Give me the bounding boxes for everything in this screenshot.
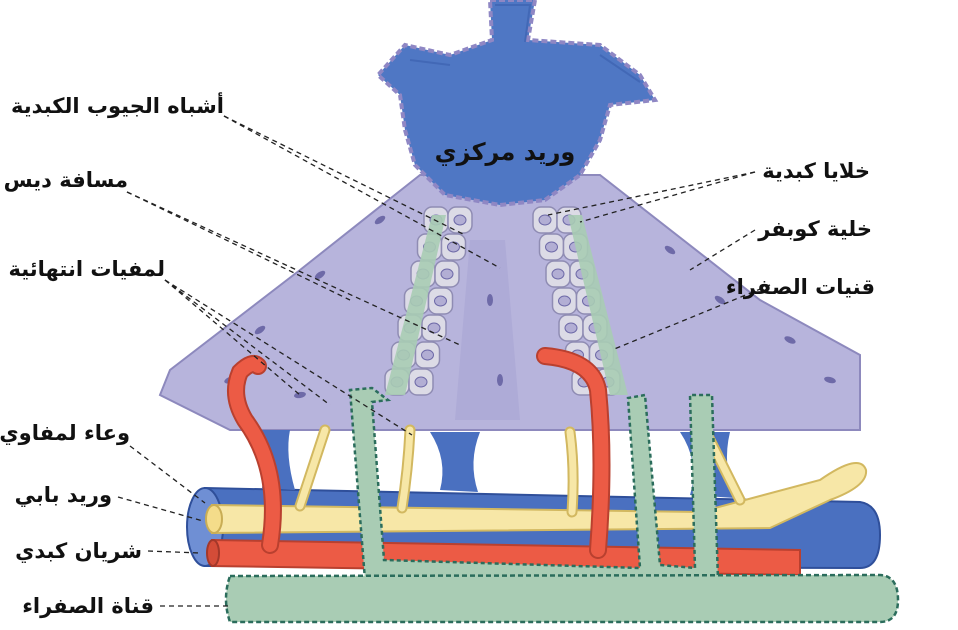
hepatocyte-nucleus xyxy=(558,295,571,307)
bile-duct xyxy=(224,573,900,624)
hepatocyte-nucleus xyxy=(453,214,467,226)
label-portal-vein: وريد بابي xyxy=(15,483,112,507)
bile-canaliculi-streaks xyxy=(385,215,628,395)
lymphatic-vessel xyxy=(205,414,868,535)
sinusoid-network xyxy=(158,174,861,431)
hepatocyte-nucleus xyxy=(434,295,447,307)
leader-lines xyxy=(117,115,771,607)
label-lymphatic-vessel: وعاء لمفاوي xyxy=(0,421,130,446)
hepatocyte-nucleus xyxy=(564,322,578,334)
label-hepatic-artery: شريان كبدي xyxy=(15,539,142,564)
label-bile-duct: قناة الصفراء xyxy=(22,594,154,618)
hepatocyte-nucleus xyxy=(538,214,552,226)
bile-ductules xyxy=(348,386,720,582)
hepatocyte-nucleus xyxy=(551,268,565,280)
hepatocyte-nucleus xyxy=(440,268,454,280)
label-sinusoids: أشباه الجيوب الكبدية xyxy=(11,91,224,118)
label-hepatocytes: خلايا كبدية xyxy=(762,159,870,183)
hepatocyte-nucleus xyxy=(414,376,428,388)
label-terminal-lymphatics: لمفيات انتهائية xyxy=(8,257,165,281)
label-space-of-disse: مسافة ديس xyxy=(4,168,128,192)
hepatocyte-nucleus xyxy=(447,241,460,253)
hepatocyte-nucleus xyxy=(545,241,558,253)
hepatocyte-nucleus xyxy=(421,349,434,361)
hepatic-artery xyxy=(206,347,801,577)
central-vein xyxy=(375,0,659,208)
label-bile-canaliculi: قنيات الصفراء xyxy=(726,275,875,299)
label-kupffer-cell: خلية كوبفر xyxy=(757,217,872,241)
label-central-vein: وريد مركزي xyxy=(435,138,576,166)
